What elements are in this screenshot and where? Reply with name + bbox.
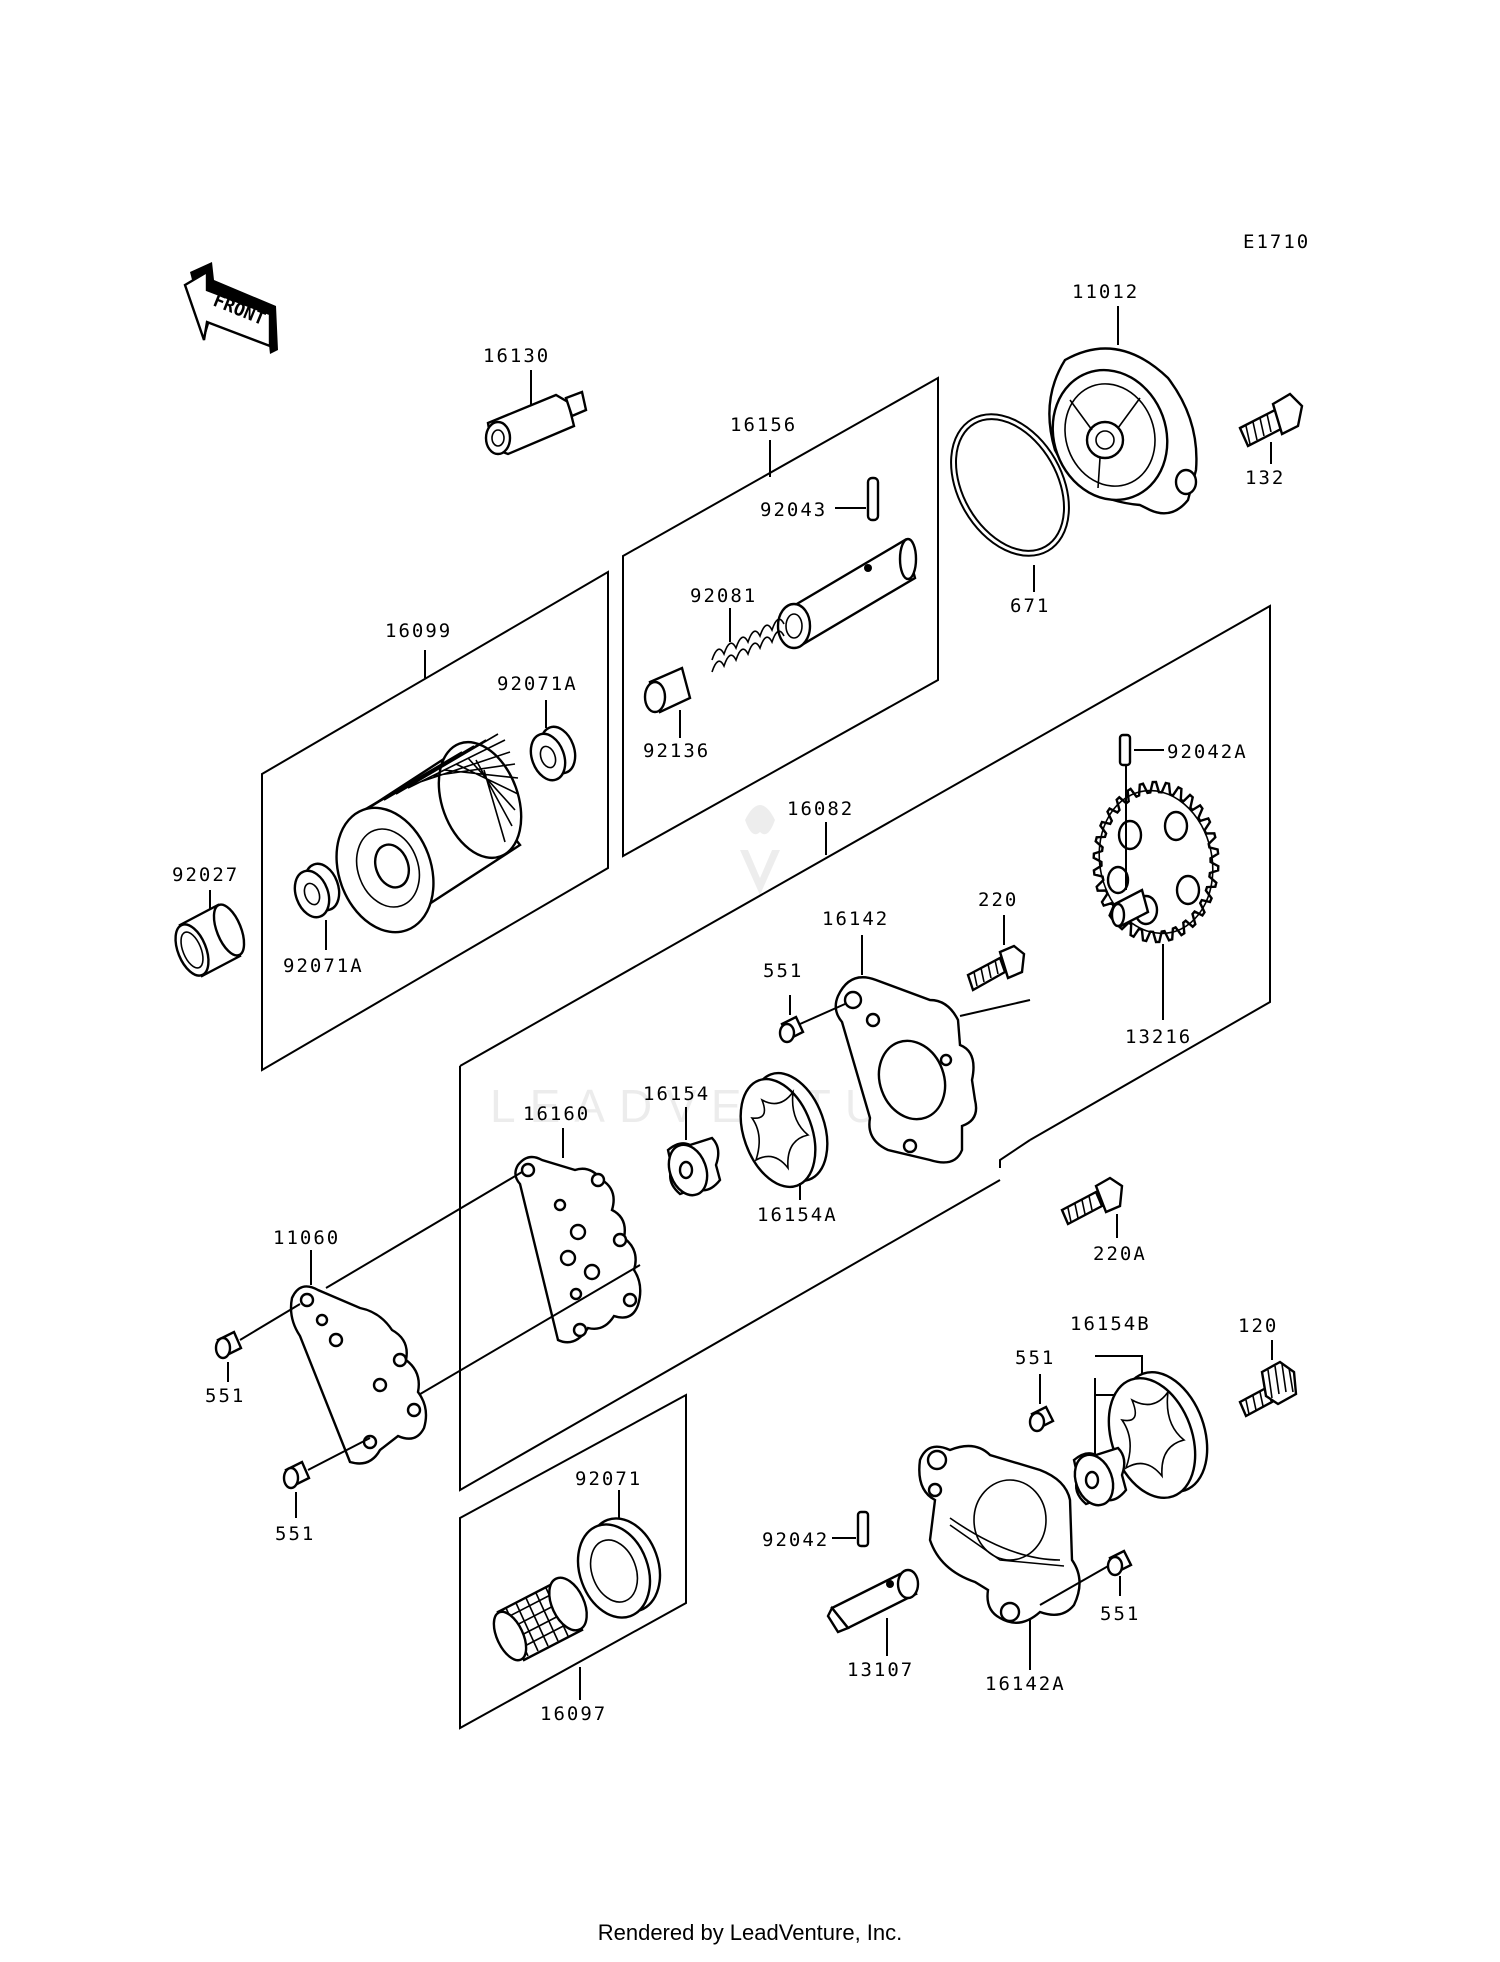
part-16154B-inner-rotor (1072, 1446, 1128, 1507)
label-16142: 16142 (822, 908, 889, 930)
label-92042: 92042 (762, 1529, 829, 1551)
part-551-right-bottom (1106, 1549, 1133, 1596)
label-132: 132 (1245, 467, 1285, 489)
part-551-left (214, 1303, 301, 1382)
label-671: 671 (1010, 595, 1050, 617)
label-551-left: 551 (205, 1385, 245, 1407)
label-16154A: 16154A (757, 1204, 838, 1226)
part-13107-shaft (826, 1568, 920, 1656)
part-92042-pin (832, 1510, 870, 1548)
part-220-bolt (966, 915, 1026, 992)
part-132-bolt (1238, 392, 1304, 464)
label-11060: 11060 (273, 1227, 340, 1249)
part-92042A-pin (1118, 733, 1164, 767)
label-16160: 16160 (523, 1103, 590, 1125)
part-551-right-top (1028, 1374, 1055, 1433)
label-92071: 92071 (575, 1468, 642, 1490)
label-92027: 92027 (172, 864, 239, 886)
label-120: 120 (1238, 1315, 1278, 1337)
label-16082: 16082 (787, 798, 854, 820)
label-551-right-top: 551 (1015, 1347, 1055, 1369)
part-16097-box (459, 1393, 687, 1730)
front-arrow-icon: FRONT (183, 262, 278, 354)
label-16142A: 16142A (985, 1673, 1066, 1695)
label-92071A-top: 92071A (497, 673, 578, 695)
part-671-oring (950, 413, 1070, 592)
footer-credit: Rendered by LeadVenture, Inc. (597, 1920, 903, 1945)
part-92071-seal (576, 1490, 662, 1619)
label-13216: 13216 (1125, 1026, 1192, 1048)
label-92043: 92043 (760, 499, 827, 521)
part-120-bolt (1238, 1340, 1298, 1418)
part-relief-valve-body (776, 537, 918, 650)
label-16154B: 16154B (1070, 1313, 1151, 1335)
part-16142-pump-body (834, 935, 1031, 1164)
part-92136-valve (643, 666, 692, 738)
part-220A-bolt (1060, 1176, 1124, 1238)
part-13216-gear (1092, 765, 1220, 1020)
label-16130: 16130 (483, 345, 550, 367)
part-16154-inner-rotor (666, 1107, 722, 1197)
label-220A: 220A (1093, 1243, 1147, 1265)
part-551-upper (778, 995, 846, 1044)
label-551-right-bottom: 551 (1100, 1603, 1140, 1625)
part-16142A-pump-body (918, 1444, 1111, 1670)
part-16130 (484, 370, 588, 456)
part-92071A-top (529, 700, 577, 782)
label-16097: 16097 (540, 1703, 607, 1725)
diagram-code: E1710 (1243, 231, 1310, 253)
part-16154A-outer-rotor (739, 1071, 829, 1200)
label-92071A-bottom: 92071A (283, 955, 364, 977)
part-92027-collar (174, 890, 246, 978)
part-oil-strainer (492, 1576, 588, 1662)
part-oil-filter (335, 733, 523, 934)
part-16156-box (622, 376, 939, 858)
label-220: 220 (978, 889, 1018, 911)
label-551-lower: 551 (275, 1523, 315, 1545)
label-13107: 13107 (847, 1659, 914, 1681)
part-16099-box (261, 570, 609, 1072)
label-92081: 92081 (690, 585, 757, 607)
label-92042A: 92042A (1167, 741, 1248, 763)
part-551-lower (282, 1437, 371, 1518)
part-16160-plate (325, 1128, 642, 1401)
label-16099: 16099 (385, 620, 452, 642)
part-11060-plate (289, 1250, 428, 1465)
part-92071A-bottom (293, 862, 341, 950)
label-551-upper: 551 (763, 960, 803, 982)
part-92043-pin (835, 476, 880, 522)
label-11012: 11012 (1072, 281, 1139, 303)
label-16154: 16154 (643, 1083, 710, 1105)
part-16082-box (459, 604, 1271, 1492)
label-16156: 16156 (730, 414, 797, 436)
part-11012-cover (1048, 306, 1198, 515)
label-92136: 92136 (643, 740, 710, 762)
part-92081-spring (711, 608, 785, 673)
